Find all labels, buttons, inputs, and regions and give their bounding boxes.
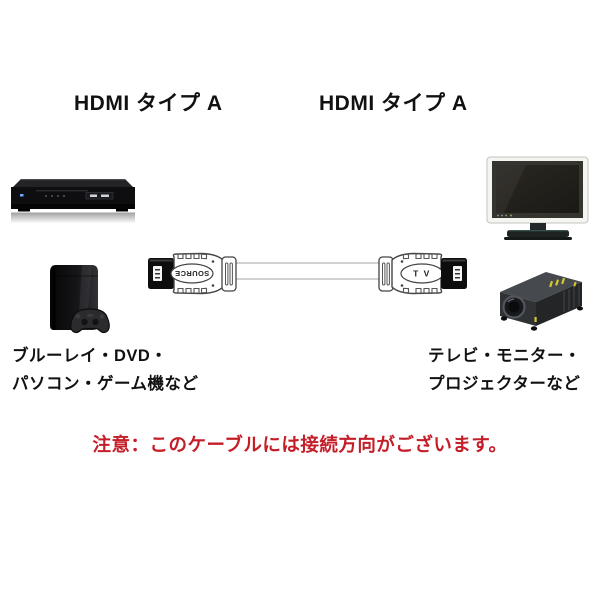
source-strain-relief (221, 256, 237, 292)
player-display (85, 192, 114, 200)
tv-connector-body: T V (391, 252, 444, 295)
tv-stand-base (507, 230, 569, 237)
source-devices-caption: ブルーレイ・DVD・ パソコン・ゲーム機など (12, 342, 199, 398)
display-caption-line1: テレビ・モニター・ (428, 347, 581, 365)
tv-label-text: T V (413, 269, 431, 279)
tv-stand-neck (530, 223, 546, 230)
tv-plug-connector (441, 258, 467, 289)
source-connector-body: SOURCE (170, 252, 224, 295)
tv-power-led (510, 214, 512, 217)
left-connector-type-label: HDMI タイプ A (74, 92, 223, 115)
player-reflection (11, 212, 135, 224)
display-caption-line2: プロジェクターなど (428, 375, 581, 393)
game-console-icon (50, 265, 110, 334)
source-plug-connector (148, 258, 174, 289)
source-caption-line1: ブルーレイ・DVD・ (12, 347, 168, 365)
hdmi-cable-image: SOURCE T V (148, 252, 467, 295)
cable-cord (232, 262, 384, 280)
game-controller (70, 308, 110, 334)
tv-monitor-icon (486, 156, 589, 240)
blu-ray-dvd-player-icon (11, 179, 135, 224)
player-front-face (11, 187, 135, 204)
projector-indicator-lights (534, 277, 577, 322)
projector-icon (500, 272, 583, 331)
tv-screen (496, 165, 579, 213)
projector-vents (563, 285, 580, 312)
projector-top-face (500, 272, 582, 302)
right-connector-type-label: HDMI タイプ A (319, 92, 468, 115)
player-top-face (13, 179, 133, 187)
player-power-led (20, 194, 24, 197)
source-label-text: SOURCE (175, 269, 210, 278)
direction-warning-text: 注意：このケーブルには接続方向がございます。 (92, 434, 508, 455)
source-caption-line2: パソコン・ゲーム機など (12, 375, 199, 393)
projector-side-face (536, 282, 582, 326)
display-devices-caption: テレビ・モニター・ プロジェクターなど (428, 342, 581, 398)
tv-strain-relief (378, 256, 394, 292)
